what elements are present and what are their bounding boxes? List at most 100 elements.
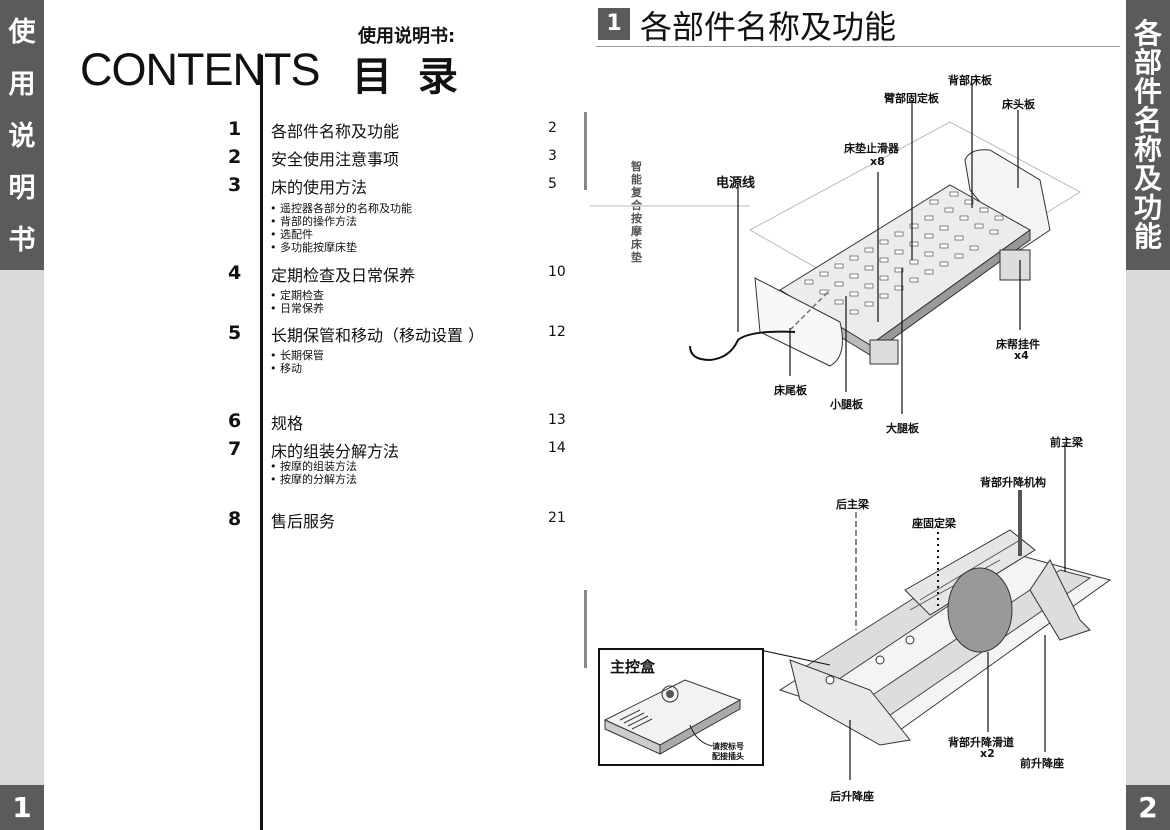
sidebar-char: 部	[1133, 46, 1162, 79]
toc-item-title: 售后服务	[271, 512, 336, 531]
sidebar-char: 用	[8, 69, 36, 100]
toc-item[interactable]: 7 床的组装分解方法 14	[228, 438, 568, 461]
toc-item-page: 3	[548, 148, 557, 164]
toc-item-number: 3	[228, 174, 242, 196]
toc-item-page: 14	[548, 440, 566, 456]
label-back-lift: 背部升降机构	[980, 476, 1046, 489]
label-head-board: 床头板	[1002, 98, 1035, 111]
toc-item-title: 定期检查及日常保养	[271, 266, 416, 285]
frame-diagram	[760, 444, 1112, 780]
toc-item-number: 7	[228, 438, 242, 460]
toc-item-title: 规格	[271, 414, 304, 433]
head-board-shape	[964, 149, 1051, 251]
toc-item-title: 安全使用注意事项	[271, 150, 400, 169]
slot-pattern	[804, 191, 1004, 315]
label-rear-beam: 后主梁	[836, 498, 869, 511]
toc-item-page: 10	[548, 264, 566, 280]
label-lift-rail-qty: x2	[980, 747, 995, 760]
gutter-mark	[584, 590, 587, 668]
section-title: 各部件名称及功能	[640, 8, 897, 46]
right-sidebar-tab: 各 部 件 名 称 及 功 能	[1126, 0, 1170, 270]
left-sidebar-tab: 使 用 说 明 书	[0, 0, 44, 270]
label-calf-board: 小腿板	[830, 398, 863, 411]
toc-item[interactable]: 4 定期检查及日常保养 10	[228, 262, 568, 285]
toc-subitems: • 遥控器各部分的名称及功能 • 背部的操作方法 • 选配件 • 多功能按摩床垫	[270, 202, 412, 254]
toc-item-number: 8	[228, 508, 242, 530]
sidebar-char: 说	[8, 121, 36, 152]
page-number-right: 2	[1126, 785, 1170, 830]
sidebar-char: 功	[1133, 191, 1162, 224]
sidebar-char: 称	[1133, 133, 1162, 166]
sidebar-char: 名	[1133, 104, 1162, 137]
toc-item-page: 13	[548, 412, 566, 428]
toc-subitem: • 选配件	[270, 228, 313, 241]
toc-item-page: 2	[548, 120, 557, 136]
sidebar-char: 及	[1133, 162, 1162, 195]
toc-item-number: 5	[228, 322, 242, 344]
toc-subitem: • 按摩的组装方法	[270, 460, 357, 473]
label-lift-rail: 背部升降滑道	[948, 736, 1014, 749]
toc-subitems: • 按摩的组装方法 • 按摩的分解方法	[270, 460, 357, 486]
sidebar-char: 明	[8, 173, 36, 204]
control-box-inset: 主控盒 请按标号 配接插头	[598, 648, 764, 766]
toc-item-page: 5	[548, 176, 557, 192]
toc-subitem: • 背部的操作方法	[270, 215, 357, 228]
sidebar-char: 书	[8, 225, 36, 256]
lift-disc-shape	[947, 567, 1013, 653]
bed-top-diagram	[590, 84, 1081, 414]
toc-english-title: CONTENTS	[80, 44, 320, 95]
sidebar-char: 件	[1133, 75, 1162, 108]
sidebar-char: 使	[8, 17, 36, 48]
toc-item-page: 12	[548, 324, 566, 340]
power-cord-shape	[689, 330, 796, 362]
sidebar-char: 各	[1133, 17, 1162, 50]
toc-item-number: 4	[228, 262, 242, 284]
toc-item[interactable]: 6 规格 13	[228, 410, 568, 433]
gutter-mark	[584, 112, 587, 190]
label-arm-plate: 臂部固定板	[884, 92, 939, 105]
control-box-note: 请按标号 配接插头	[712, 742, 744, 762]
section-number-badge: 1	[598, 8, 630, 40]
page-number-left: 1	[0, 785, 44, 830]
toc-item[interactable]: 8 售后服务 21	[228, 508, 568, 531]
toc-item[interactable]: 5 长期保管和移动（移动设置 ） 12	[228, 322, 568, 345]
toc-subitem: • 按摩的分解方法	[270, 473, 357, 486]
toc-item-page: 21	[548, 510, 566, 526]
toc-subitems: • 定期检查 • 日常保养	[270, 289, 324, 315]
toc-item[interactable]: 1 各部件名称及功能 2	[228, 118, 568, 141]
toc-item-number: 6	[228, 410, 242, 432]
toc-subitem: • 多功能按摩床垫	[270, 241, 357, 254]
label-front-base: 前升降座	[1020, 757, 1064, 770]
control-box-note-line: 配接插头	[712, 752, 744, 761]
label-power-cord: 电源线	[716, 176, 756, 191]
sidebar-char: 能	[1133, 220, 1162, 253]
control-box-illustration	[603, 679, 742, 755]
toc-item[interactable]: 2 安全使用注意事项 3	[228, 146, 568, 169]
toc-item-title: 各部件名称及功能	[271, 122, 400, 141]
label-slider-qty: x8	[870, 155, 885, 168]
label-thigh-board: 大腿板	[886, 422, 919, 435]
toc-subitem: • 移动	[270, 362, 302, 375]
toc-subitem: • 日常保养	[270, 302, 324, 315]
right-sidebar: 各 部 件 名 称 及 功 能 2	[1126, 0, 1170, 830]
label-rear-base: 后升降座	[830, 790, 874, 803]
section-rule	[596, 46, 1120, 47]
toc-divider-vertical	[260, 55, 263, 830]
toc-subitem: • 遥控器各部分的名称及功能	[270, 202, 412, 215]
label-foot-board: 床尾板	[774, 384, 807, 397]
toc-item-number: 2	[228, 146, 242, 168]
label-front-beam: 前主梁	[1050, 436, 1083, 449]
control-box-title: 主控盒	[610, 658, 656, 676]
toc-item-title: 长期保管和移动（移动设置 ）	[271, 326, 485, 345]
toc-item-number: 1	[228, 118, 242, 140]
label-side-hook-qty: x4	[1014, 349, 1029, 362]
toc-item[interactable]: 3 床的使用方法 5	[228, 174, 568, 197]
label-back-board: 背部床板	[948, 74, 992, 87]
toc-item-title: 床的组装分解方法	[271, 442, 400, 461]
toc-subitem: • 定期检查	[270, 289, 324, 302]
toc-item-title: 床的使用方法	[271, 178, 368, 197]
rear-base-shape	[789, 659, 911, 746]
label-slider: 床垫止滑器	[844, 142, 899, 155]
control-box-note-line: 请按标号	[712, 742, 744, 751]
toc-subitems: • 长期保管 • 移动	[270, 349, 324, 375]
